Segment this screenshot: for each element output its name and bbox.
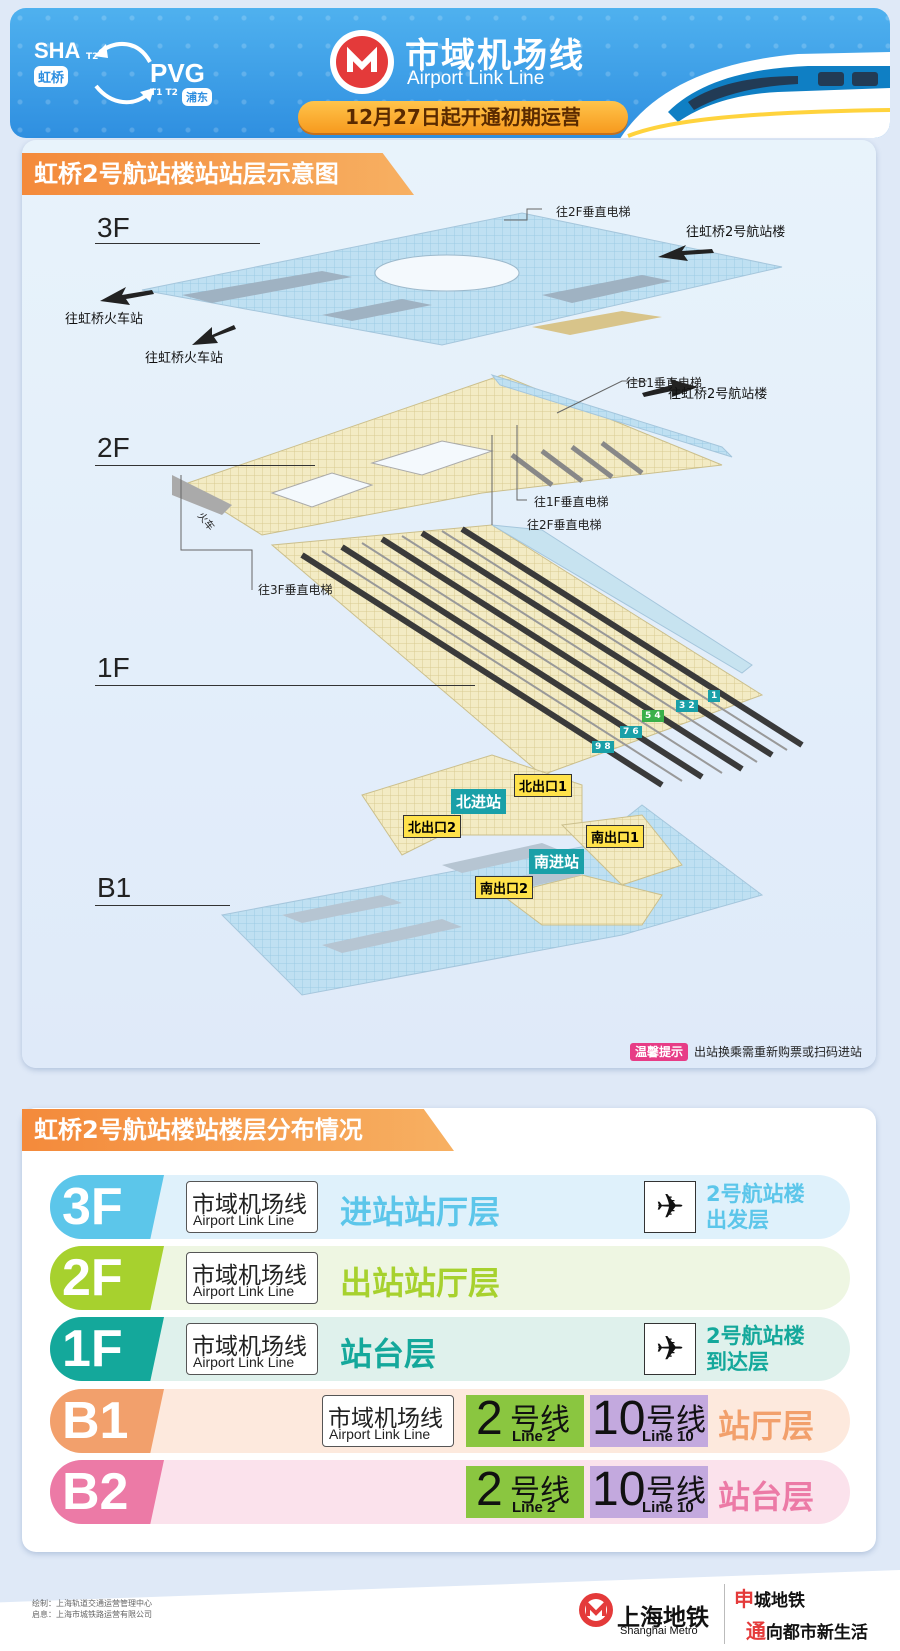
floor-badge-b1: B1 xyxy=(50,1389,164,1453)
pvg-code: PVG xyxy=(150,58,205,88)
line-title-en: Airport Link Line xyxy=(407,68,545,89)
direction-to-t2-2f: 往虹桥2号航站楼 xyxy=(668,387,768,402)
callout-to-b1-elevator: 往B1垂直电梯 xyxy=(626,376,702,390)
sha-code: SHA xyxy=(34,38,81,63)
south-exit-2: 南出口2 xyxy=(475,876,534,899)
tip-text: 出站换乘需重新购票或扫码进站 xyxy=(694,1045,863,1059)
platform-tag: 3 2 xyxy=(676,700,698,712)
callout-to-1f-elevator: 往1F垂直电梯 xyxy=(534,495,609,509)
north-exit-1: 北出口1 xyxy=(514,774,573,797)
opening-date-banner: 12月27日起开通初期运营 xyxy=(298,101,628,133)
route-arrows-icon xyxy=(94,41,154,105)
level-name-3f: 进站站厅层 xyxy=(340,1193,501,1231)
terminal-t2-departure: 2号航站楼出发层 xyxy=(706,1182,805,1232)
direction-to-rail-3f-a: 往虹桥火车站 xyxy=(65,312,144,327)
line-title-cn: 市域机场线 xyxy=(405,36,585,76)
pvg-name: 浦东 xyxy=(182,88,212,106)
arrow-icon xyxy=(100,287,154,305)
levels-section-title: 虹桥2号航站楼站楼层分布情况 xyxy=(22,1109,454,1151)
north-entrance: 北进站 xyxy=(451,789,507,814)
shanghai-metro-logo-icon xyxy=(579,1593,613,1627)
airplane-icon: ✈ xyxy=(644,1323,696,1375)
metro-logo-icon xyxy=(330,30,394,94)
floor-line xyxy=(95,243,260,244)
floor-badge-1f: 1F xyxy=(50,1317,164,1381)
terminal-t2-arrival: 2号航站楼到达层 xyxy=(706,1324,805,1374)
floor-label-3f: 3F xyxy=(97,212,130,243)
train-illustration xyxy=(620,52,890,138)
callout-to-2f-elevator: 往2F垂直电梯 xyxy=(556,205,631,219)
arrow-icon xyxy=(658,245,714,261)
sha-name: 虹桥 xyxy=(34,66,69,87)
direction-to-t2-3f: 往虹桥2号航站楼 xyxy=(686,225,786,240)
arrow-icon xyxy=(642,379,698,397)
callout-to-3f-elevator: 往3F垂直电梯 xyxy=(258,583,333,597)
floor-badge-2f: 2F xyxy=(50,1246,164,1310)
shanghai-metro-cn: 上海地铁 xyxy=(617,1605,709,1631)
callout-to-2f-elevator-b: 往2F垂直电梯 xyxy=(527,518,602,532)
floor-line xyxy=(95,465,315,466)
level-name-b1: 站厅层 xyxy=(718,1407,815,1445)
floor-label-1f: 1F xyxy=(97,652,130,683)
platform-tag: 5 4 xyxy=(642,710,664,722)
floor-badge-b2: B2 xyxy=(50,1460,164,1524)
footer-credits: 绘制：上海轨道交通运营管理中心启息：上海市城铁路运营有限公司 xyxy=(32,1599,152,1619)
floor-label-b1: B1 xyxy=(97,872,132,903)
floor-badge-3f: 3F xyxy=(50,1175,164,1239)
direction-to-rail-3f-b: 往虹桥火车站 xyxy=(145,351,224,366)
footer-divider xyxy=(724,1584,725,1644)
station-3d-diagram xyxy=(100,208,804,996)
tip-box: 温馨提示出站换乘需重新购票或扫码进站 xyxy=(630,1043,863,1061)
south-entrance: 南进站 xyxy=(529,849,585,874)
platform-tag: 9 8 xyxy=(592,741,614,753)
platform-tag: 1 xyxy=(708,690,721,702)
pvg-terminals: T1 T2 xyxy=(150,88,178,98)
level-name-2f: 出站站厅层 xyxy=(340,1264,501,1302)
floor-1f-plate xyxy=(270,524,804,788)
platform-tag: 7 6 xyxy=(620,726,642,738)
south-exit-1: 南出口1 xyxy=(586,825,645,848)
sha-terminal: T2 xyxy=(86,52,99,62)
tip-badge: 温馨提示 xyxy=(630,1043,689,1061)
floor-label-2f: 2F xyxy=(97,432,130,463)
diagram-section-title: 虹桥2号航站楼站站层示意图 xyxy=(22,153,414,195)
floor-line xyxy=(95,685,475,686)
floor-2f-plate xyxy=(172,374,733,536)
slogan: 申城地铁 通向都市新生活 xyxy=(734,1587,868,1643)
level-name-1f: 站台层 xyxy=(340,1335,437,1373)
header-banner: SHA T2 虹桥 PVG T1 T2 浦东 市域机场线 Airport Lin… xyxy=(10,8,890,138)
arrow-icon xyxy=(192,325,236,345)
level-name-b2: 站台层 xyxy=(718,1478,815,1516)
airplane-icon: ✈ xyxy=(644,1181,696,1233)
north-exit-2: 北出口2 xyxy=(403,815,462,838)
floor-line xyxy=(95,905,230,906)
shanghai-metro-en: Shanghai Metro xyxy=(620,1625,698,1637)
floor-3f-plate xyxy=(141,212,783,346)
